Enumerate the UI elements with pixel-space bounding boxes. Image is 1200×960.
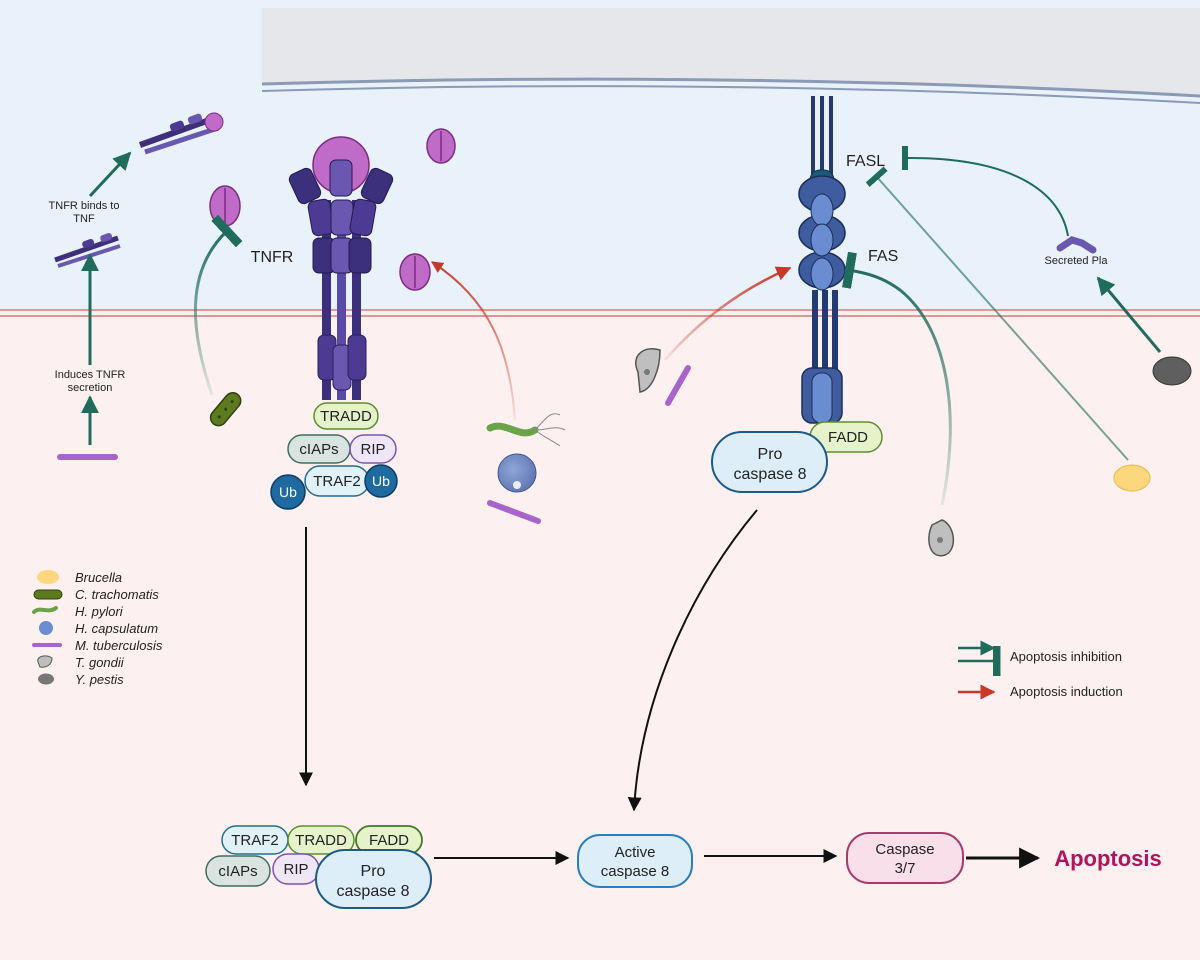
signal-arrow (627, 509, 758, 812)
legend-item: T. gondii (37, 655, 125, 670)
pla-protein-icon (1056, 236, 1097, 254)
nuclear-membrane (261, 77, 1200, 98)
svg-text:TRAF2: TRAF2 (313, 473, 361, 490)
h-capsulatum-icon (497, 453, 537, 493)
svg-text:Y. pestis: Y. pestis (75, 672, 124, 687)
h-capsulatum-icon (39, 621, 53, 635)
fasl-label: FASL (846, 153, 885, 170)
y-pestis-icon (38, 673, 54, 685)
rip-protein: RIP (272, 853, 320, 885)
t-gondii-icon (928, 519, 954, 557)
tnf-trimer-icon (399, 253, 431, 291)
ciaps-protein: cIAPs (205, 855, 271, 887)
legend-item: Y. pestis (38, 672, 124, 687)
traf2-protein: TRAF2 (221, 825, 289, 855)
svg-text:M. tuberculosis: M. tuberculosis (75, 638, 163, 653)
legend-item: H. pylori (32, 604, 124, 619)
svg-text:FADD: FADD (828, 429, 868, 446)
t-gondii-icon (635, 348, 661, 393)
nucleus-region (262, 8, 1200, 96)
c-trachomatis-icon (209, 392, 242, 427)
rip-protein: RIP (349, 434, 397, 464)
m-tuberculosis-icon (665, 365, 691, 406)
svg-text:TRADD: TRADD (295, 832, 347, 849)
brucella-icon (1113, 464, 1151, 492)
inhibition-arrow (902, 146, 1069, 237)
svg-text:cIAPs: cIAPs (218, 863, 257, 880)
tnf-trimer-icon (426, 128, 456, 164)
svg-text:Ub: Ub (279, 484, 297, 500)
svg-text:C. trachomatis: C. trachomatis (75, 587, 159, 602)
svg-text:RIP: RIP (283, 861, 308, 878)
h-pylori-icon (486, 413, 566, 447)
svg-text:H. capsulatum: H. capsulatum (75, 621, 158, 636)
svg-text:Ub: Ub (372, 473, 390, 489)
svg-text:T. gondii: T. gondii (75, 655, 125, 670)
inhibition-arrow (865, 166, 1129, 461)
inhibition-arrow (842, 251, 952, 506)
tradd-protein: TRADD (313, 402, 379, 430)
induction-arrow (430, 261, 516, 421)
brucella-icon (37, 570, 59, 584)
legend-item: M. tuberculosis (32, 638, 163, 653)
organism-legend: Brucella C. trachomatis H. pylori H. cap… (32, 570, 163, 687)
traf2-protein: TRAF2 (304, 465, 370, 497)
tnf-trimer-icon (209, 185, 241, 227)
apoptosis-label: Apoptosis (1054, 846, 1162, 871)
svg-text:TRAF2: TRAF2 (231, 832, 279, 849)
h-pylori-icon (32, 606, 58, 614)
arrow-legend: Apoptosis inhibition Apoptosis induction (958, 640, 1123, 700)
m-tuberculosis-icon (487, 500, 541, 524)
fas-label: FAS (868, 248, 898, 265)
y-pestis-icon (1152, 356, 1192, 386)
svg-text:FADD: FADD (369, 832, 409, 849)
legend-item: H. capsulatum (39, 621, 158, 636)
legend-item: C. trachomatis (33, 587, 159, 602)
ubiquitin-icon: Ub (270, 474, 306, 510)
ciaps-protein: cIAPs (287, 434, 351, 464)
soluble-tnfr-icon (138, 112, 224, 155)
svg-text:RIP: RIP (360, 441, 385, 458)
induction-legend-label: Apoptosis induction (1010, 684, 1123, 699)
tnfr-label: TNFR (251, 249, 294, 266)
secreted-pla-label: Secreted Pla (1045, 255, 1109, 267)
legend-item: Brucella (37, 570, 122, 585)
inhibition-arrow (194, 214, 243, 396)
fas-receptor-icon (798, 96, 846, 424)
svg-text:H. pylori: H. pylori (75, 604, 124, 619)
svg-text:Brucella: Brucella (75, 570, 122, 585)
svg-text:cIAPs: cIAPs (299, 441, 338, 458)
tradd-protein: TRADD (287, 825, 355, 855)
secretion-arrow (1096, 276, 1162, 353)
c-trachomatis-icon (33, 589, 63, 600)
svg-text:TRADD: TRADD (320, 408, 372, 425)
tnfr-receptor-icon (288, 136, 394, 400)
induction-arrow (664, 266, 792, 361)
t-gondii-icon (37, 655, 53, 668)
inhibition-legend-label: Apoptosis inhibition (1010, 649, 1122, 664)
ubiquitin-icon: Ub (364, 464, 398, 498)
fadd-protein: FADD (809, 421, 883, 453)
